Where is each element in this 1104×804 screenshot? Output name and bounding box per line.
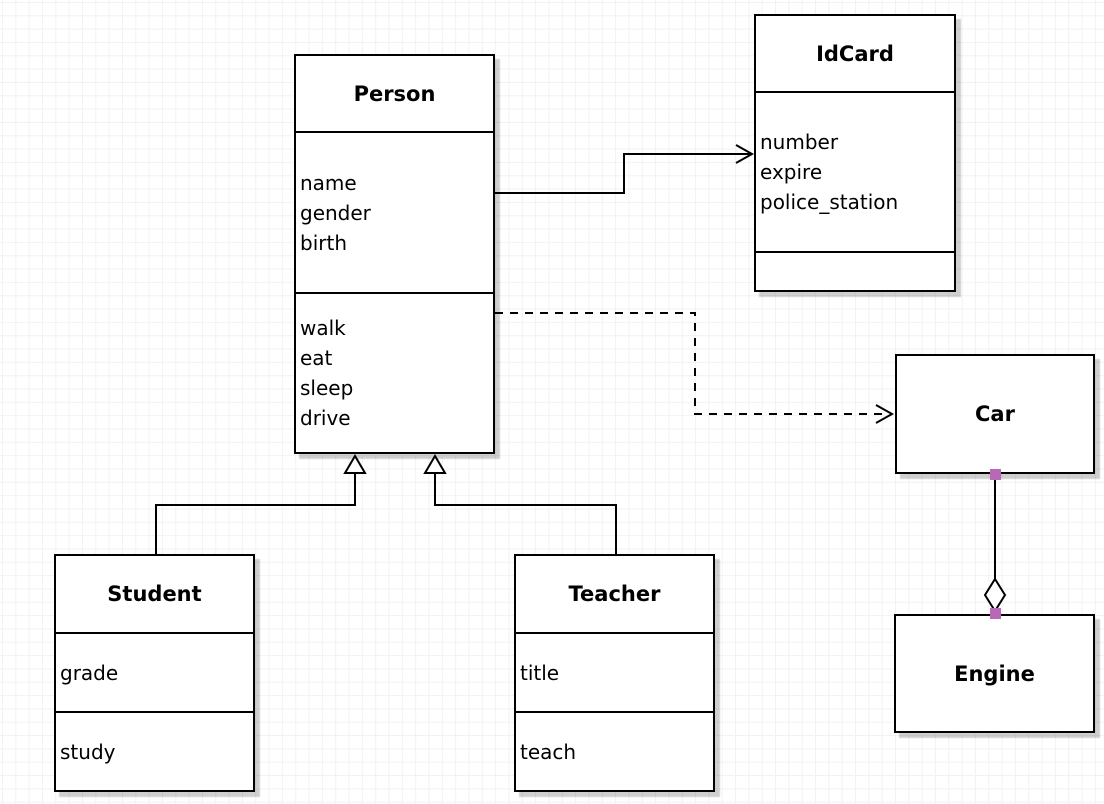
class-idcard-title: IdCard xyxy=(756,16,954,93)
generalization-line[interactable] xyxy=(155,473,356,554)
class-teacher-methods: teach xyxy=(516,711,713,790)
hollow-triangle-icon xyxy=(343,454,367,474)
attribute: expire xyxy=(760,160,823,184)
class-student-title: Student xyxy=(56,556,253,634)
method: sleep xyxy=(300,376,354,400)
class-idcard[interactable]: IdCard number expire police_station xyxy=(754,14,956,292)
class-car-title: Car xyxy=(975,402,1015,426)
class-student[interactable]: Student grade study xyxy=(54,554,255,792)
open-arrow-icon xyxy=(875,404,895,424)
association-line[interactable] xyxy=(495,153,750,194)
attribute: number xyxy=(760,130,839,154)
method: study xyxy=(60,739,116,764)
class-idcard-methods xyxy=(756,251,954,290)
generalization-line[interactable] xyxy=(434,473,617,554)
class-student-methods: study xyxy=(56,711,253,790)
open-arrow-icon xyxy=(735,144,755,164)
attribute: birth xyxy=(300,230,347,255)
class-idcard-attributes: number expire police_station xyxy=(756,93,954,251)
class-engine[interactable]: Engine xyxy=(894,614,1095,733)
dependency-line[interactable] xyxy=(495,312,886,415)
hollow-diamond-icon xyxy=(983,577,1007,613)
class-student-attributes: grade xyxy=(56,634,253,711)
generalization-student-person[interactable] xyxy=(155,454,367,554)
attribute: title xyxy=(520,660,560,685)
class-teacher[interactable]: Teacher title teach xyxy=(514,554,715,792)
method: walk xyxy=(300,316,346,340)
attribute: name xyxy=(300,170,357,195)
class-person-methods: walk eat sleep drive xyxy=(296,292,493,452)
hollow-triangle-icon xyxy=(423,454,447,474)
method: teach xyxy=(520,739,577,764)
attribute: gender xyxy=(300,200,371,225)
aggregation-car-engine[interactable] xyxy=(983,469,1007,619)
method: drive xyxy=(300,406,351,430)
class-person-title: Person xyxy=(296,56,493,133)
class-person[interactable]: Person name gender birth walk eat sleep … xyxy=(294,54,495,454)
association-person-idcard[interactable] xyxy=(495,144,755,194)
method: eat xyxy=(300,346,333,370)
class-car[interactable]: Car xyxy=(895,354,1095,474)
generalization-teacher-person[interactable] xyxy=(423,454,617,554)
attribute: grade xyxy=(60,660,119,685)
class-engine-title: Engine xyxy=(954,661,1035,686)
attribute: police_station xyxy=(760,190,899,214)
class-teacher-title: Teacher xyxy=(516,556,713,634)
class-teacher-attributes: title xyxy=(516,634,713,711)
dependency-person-car[interactable] xyxy=(495,312,895,424)
class-person-attributes: name gender birth xyxy=(296,133,493,292)
